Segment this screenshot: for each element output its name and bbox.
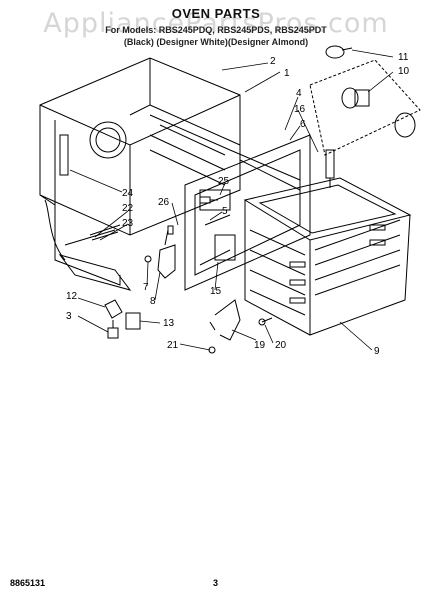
callout-9: 9 [374, 346, 380, 357]
document-number: 8865131 [10, 578, 46, 588]
callout-10: 10 [398, 66, 410, 77]
callout-1: 1 [284, 68, 290, 79]
model-list: For Models: RBS245PDQ, RBS245PDS, RBS245… [105, 25, 327, 35]
callout-11: 11 [398, 52, 409, 63]
callout-5: 5 [222, 206, 228, 217]
small-parts [89, 196, 218, 279]
callout-15: 15 [210, 286, 222, 297]
page-number: 3 [213, 578, 219, 588]
callout-25: 25 [218, 176, 230, 187]
callout-leaders [69, 49, 394, 351]
callout-2: 2 [270, 56, 276, 67]
callout-16: 16 [294, 104, 306, 115]
bottom-parts [104, 299, 273, 354]
callout-13: 13 [163, 318, 175, 329]
bake-element [325, 149, 335, 188]
watermark-text: AppliancePartsPros.com [43, 8, 389, 39]
callout-23: 23 [122, 218, 134, 229]
callout-3: 3 [66, 311, 72, 322]
color-list: (Black) (Designer White)(Designer Almond… [123, 37, 309, 47]
callout-numbers: 2 1 11 10 4 16 6 25 5 26 22 23 24 7 8 15… [66, 52, 410, 357]
callout-22: 22 [122, 203, 134, 214]
callout-4: 4 [296, 88, 302, 99]
callout-19: 19 [254, 340, 266, 351]
callout-7: 7 [143, 282, 149, 293]
oven-light-assembly [309, 45, 421, 156]
callout-12: 12 [66, 291, 78, 302]
callout-24: 24 [122, 188, 134, 199]
callout-20: 20 [275, 340, 287, 351]
front-frame [184, 134, 311, 291]
oven-frame [39, 57, 241, 291]
callout-6: 6 [300, 119, 306, 130]
callout-26: 26 [158, 197, 170, 208]
oven-cavity [243, 177, 412, 336]
callout-8: 8 [150, 296, 156, 307]
diagram-title: OVEN PARTS [171, 6, 261, 21]
callout-21: 21 [167, 340, 179, 351]
